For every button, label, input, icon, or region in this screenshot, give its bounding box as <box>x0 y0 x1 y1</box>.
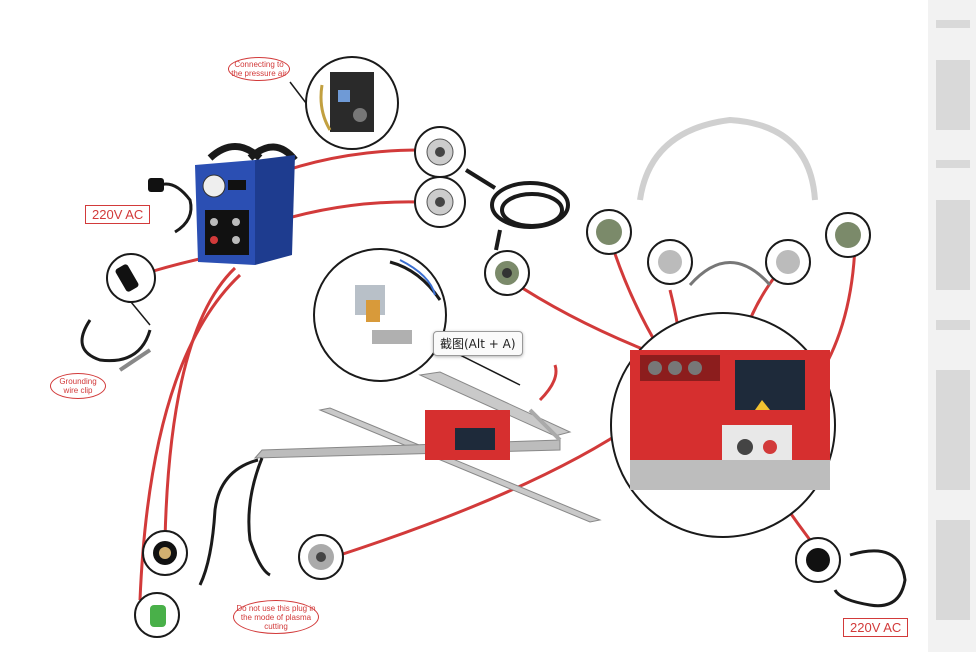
screenshot-tooltip: 截图(Alt + A) <box>433 331 523 356</box>
voltage-label-left: 220V AC <box>85 205 150 224</box>
voltage-label-right: 220V AC <box>843 618 908 637</box>
coiled-hose <box>466 170 568 250</box>
hose-connector-inset <box>485 251 529 295</box>
watermark <box>928 0 976 652</box>
cable-assembly-top <box>587 120 870 285</box>
pressure-air-note: Connecting to the pressure air <box>228 57 290 81</box>
grounding-clip-note: Grounding wire clip <box>50 373 106 399</box>
power-plug-left <box>148 178 191 232</box>
grounding-clamp <box>82 254 155 370</box>
power-cable-right <box>796 538 905 606</box>
pressure-air-inset <box>290 57 398 149</box>
rail-cables <box>200 458 270 585</box>
cutting-rail <box>255 365 600 522</box>
controller-inset <box>611 313 835 537</box>
gas-connector-insets <box>415 127 465 227</box>
do-not-use-note: Do not use this plug in the mode of plas… <box>233 600 319 634</box>
plasma-cutter-machine <box>195 147 295 266</box>
